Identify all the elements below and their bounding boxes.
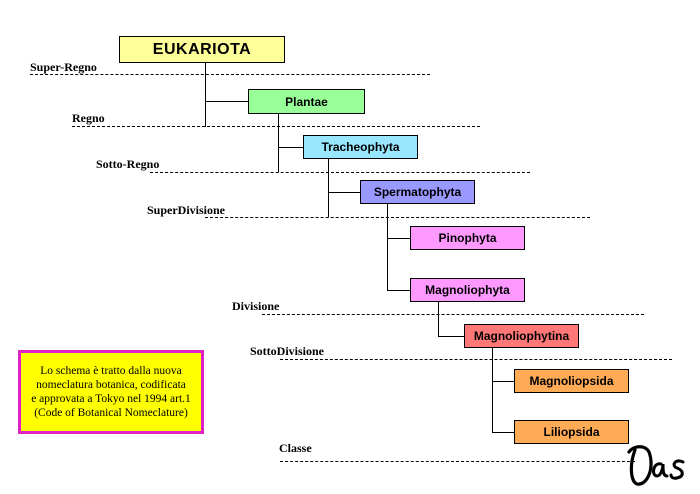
rank-line-superdivisione — [205, 217, 590, 218]
rank-line-classe — [280, 461, 635, 462]
source-note: Lo schema è tratto dalla nuova nomeclatu… — [18, 350, 204, 434]
taxon-box-spermatophyta: Spermatophyta — [360, 180, 475, 204]
rank-line-super-regno — [30, 74, 430, 75]
connector-magnoliophyta-down — [438, 302, 439, 336]
rank-label-divisione: Divisione — [232, 299, 280, 313]
rank-label-superdivisione: SuperDivisione — [147, 203, 226, 217]
rank-label-classe: Classe — [279, 441, 312, 455]
connector-to-spermatophyta — [328, 192, 360, 193]
connector-to-pinophyta — [387, 238, 410, 239]
source-note-line-3: e approvata a Tokyo nel 1994 art.1 — [31, 393, 191, 405]
signature-logo — [627, 445, 685, 486]
rank-line-divisione — [262, 314, 644, 315]
taxon-box-tracheophyta: Tracheophyta — [303, 135, 418, 159]
taxon-box-magnoliophytina: Magnoliophytina — [464, 324, 579, 348]
connector-to-tracheophyta — [278, 147, 303, 148]
connector-plantae-down — [278, 114, 279, 172]
rank-label-regno: Regno — [72, 111, 105, 125]
taxon-box-magnoliopsida: Magnoliopsida — [514, 369, 629, 393]
source-note-line-2: nomeclatura botanica, codificata — [36, 379, 186, 391]
connector-to-magnoliophytina — [438, 336, 464, 337]
rank-label-sottodivisione: SottoDivisione — [250, 344, 325, 358]
connector-eukariota-down — [205, 63, 206, 127]
rank-label-sotto-regno: Sotto-Regno — [96, 157, 160, 171]
connector-spermatophyta-down — [387, 204, 388, 291]
taxon-box-liliopsida: Liliopsida — [514, 420, 629, 444]
taxon-box-magnoliophyta: Magnoliophyta — [410, 278, 525, 302]
connector-tracheophyta-down — [328, 159, 329, 217]
connector-to-plantae — [205, 101, 248, 102]
connector-to-magnoliopsida — [492, 381, 514, 382]
connector-to-magnoliophyta — [387, 290, 410, 291]
source-note-line-1: Lo schema è tratto dalla nuova — [40, 365, 182, 377]
taxon-box-eukariota: EUKARIOTA — [119, 36, 285, 63]
taxon-box-plantae: Plantae — [248, 89, 365, 114]
connector-to-liliopsida — [492, 432, 514, 433]
taxon-box-pinophyta: Pinophyta — [410, 226, 525, 250]
rank-line-sottodivisione — [280, 359, 672, 360]
connector-magnoliophytina-down — [492, 348, 493, 432]
rank-line-sotto-regno — [150, 172, 530, 173]
source-note-line-4: (Code of Botanical Nomeclature) — [34, 407, 188, 419]
rank-label-super-regno: Super-Regno — [30, 60, 97, 74]
rank-line-regno — [72, 126, 480, 127]
